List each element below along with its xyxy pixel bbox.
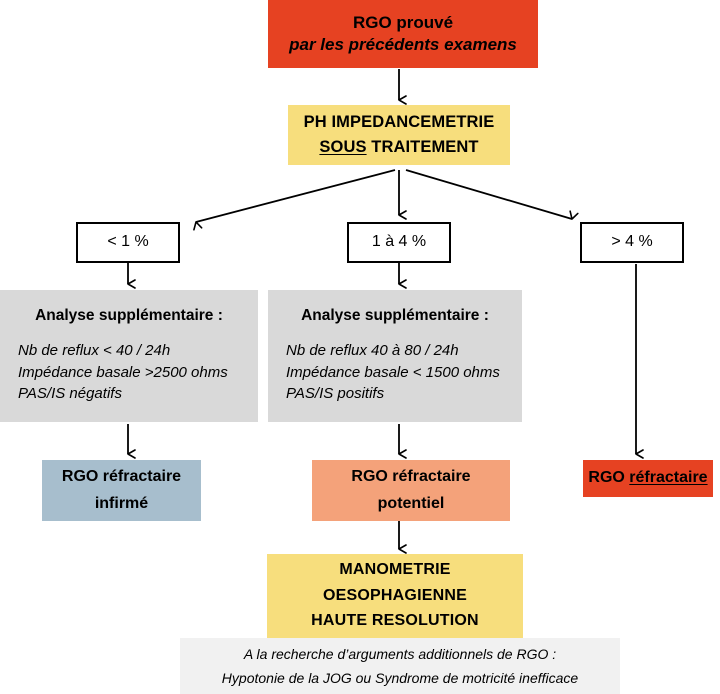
node-analysis-middle[interactable]: Analyse supplémentaire : Nb de reflux 40… bbox=[268, 290, 522, 422]
node-rgo-prouve-line2: par les précédents examens bbox=[289, 35, 517, 54]
node-ph-traitement-rest: TRAITEMENT bbox=[366, 138, 479, 156]
node-manometrie-line2: OESOPHAGIENNE bbox=[323, 586, 467, 604]
node-percent-1-to-4-label: 1 à 4 % bbox=[371, 233, 427, 251]
node-analysis-middle-line-1: Nb de reflux 40 à 80 / 24h bbox=[286, 342, 459, 360]
node-result-rgo-refractaire-potentiel[interactable]: RGO réfractaire potentiel bbox=[312, 460, 510, 521]
node-analysis-middle-line-2: Impédance basale < 1500 ohms bbox=[286, 363, 500, 381]
arrow-ph-to-low bbox=[193, 169, 396, 231]
node-manometrie-oesophagienne[interactable]: MANOMETRIE OESOPHAGIENNE HAUTE RESOLUTIO… bbox=[267, 554, 523, 638]
node-result-infirme-line2: infirmé bbox=[94, 494, 149, 512]
node-result-rgo-refractaire-infirme[interactable]: RGO réfractaire infirmé bbox=[42, 460, 201, 521]
node-result-infirme-line1: RGO réfractaire bbox=[61, 467, 182, 485]
node-ph-sous-underlined: SOUS bbox=[319, 138, 367, 156]
node-percent-less-than-1[interactable]: < 1 % bbox=[76, 222, 180, 263]
node-result-refractaire-underlined: réfractaire bbox=[629, 469, 708, 487]
node-result-rgo-refractaire[interactable]: RGO réfractaire bbox=[583, 460, 713, 497]
node-result-potentiel-line2: potentiel bbox=[377, 494, 445, 512]
node-analysis-left-heading: Analyse supplémentaire : bbox=[35, 307, 223, 324]
node-percent-greater-than-4[interactable]: > 4 % bbox=[580, 222, 684, 263]
node-percent-less-than-1-label: < 1 % bbox=[107, 233, 149, 251]
node-result-refractaire-label: RGO réfractaire bbox=[588, 468, 707, 489]
node-percent-1-to-4[interactable]: 1 à 4 % bbox=[347, 222, 451, 263]
node-manometrie-line1: MANOMETRIE bbox=[339, 560, 451, 578]
node-analysis-left[interactable]: Analyse supplémentaire : Nb de reflux < … bbox=[0, 290, 258, 422]
node-ph-impedancemetrie[interactable]: PH IMPEDANCEMETRIE SOUS TRAITEMENT bbox=[288, 105, 510, 165]
node-result-refractaire-prefix: RGO bbox=[588, 469, 630, 487]
node-footer-note-line1: A la recherche d’arguments additionnels … bbox=[243, 646, 557, 663]
node-footer-note-line2: Hypotonie de la JOG ou Syndrome de motri… bbox=[221, 669, 579, 686]
arrow-ph-to-high bbox=[405, 169, 579, 220]
node-footer-note: A la recherche d’arguments additionnels … bbox=[180, 638, 620, 694]
node-analysis-middle-body: Nb de reflux 40 à 80 / 24h Impédance bas… bbox=[268, 339, 500, 406]
node-ph-impedancemetrie-line1: PH IMPEDANCEMETRIE bbox=[303, 112, 495, 131]
node-analysis-middle-line-3: PAS/IS positifs bbox=[286, 385, 385, 403]
node-result-potentiel-line1: RGO réfractaire bbox=[351, 467, 471, 485]
node-analysis-left-body: Nb de reflux < 40 / 24h Impédance basale… bbox=[0, 339, 228, 406]
node-rgo-prouve-line1: RGO prouvé bbox=[352, 12, 454, 32]
node-analysis-middle-heading: Analyse supplémentaire : bbox=[301, 307, 489, 324]
node-analysis-left-line-3: PAS/IS négatifs bbox=[18, 385, 122, 403]
node-percent-greater-than-4-label: > 4 % bbox=[611, 233, 653, 251]
node-analysis-left-line-1: Nb de reflux < 40 / 24h bbox=[18, 342, 171, 360]
node-rgo-prouve[interactable]: RGO prouvé par les précédents examens bbox=[268, 0, 538, 68]
node-manometrie-line3: HAUTE RESOLUTION bbox=[311, 612, 479, 630]
node-analysis-left-line-2: Impédance basale >2500 ohms bbox=[18, 363, 228, 381]
node-ph-impedancemetrie-line2: SOUS TRAITEMENT bbox=[319, 137, 478, 158]
